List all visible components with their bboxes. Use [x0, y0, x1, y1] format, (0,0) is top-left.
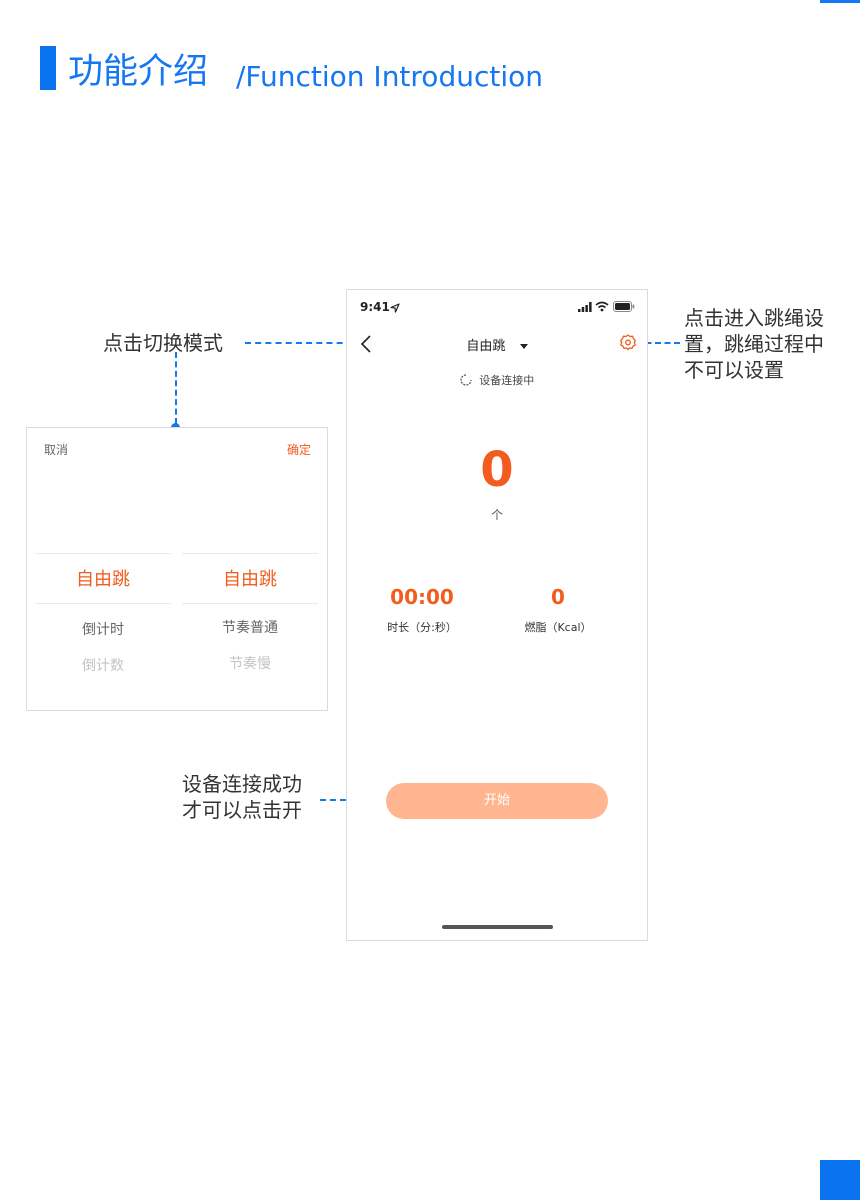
home-indicator	[442, 925, 553, 929]
status-time: 9:41	[360, 300, 390, 314]
start-button[interactable]: 开始	[386, 783, 608, 819]
page-subtitle: /Function Introduction	[236, 60, 543, 93]
annotation-settings: 点击进入跳绳设 置，跳绳过程中 不可以设置	[684, 305, 824, 383]
annotation-start-line: 才可以点击开	[182, 798, 302, 822]
picker-divider	[35, 603, 171, 604]
jump-count: 0	[480, 442, 514, 498]
location-arrow-icon	[390, 303, 400, 313]
duration-value: 00:00	[390, 585, 454, 609]
picker-divider	[182, 553, 318, 554]
picker-option-selected[interactable]: 自由跳	[223, 569, 277, 590]
corner-accent-top	[820, 0, 860, 3]
jump-count-unit: 个	[490, 508, 503, 522]
dropdown-caret-icon	[519, 344, 528, 349]
picker-divider	[35, 553, 171, 554]
page-title: 功能介绍	[68, 52, 209, 92]
annotation-settings-line: 置，跳绳过程中	[684, 332, 824, 356]
annotation-settings-line: 点击进入跳绳设	[684, 306, 824, 330]
calories-value: 0	[551, 585, 565, 609]
picker-option[interactable]: 节奏普通	[222, 620, 278, 636]
mode-dropdown[interactable]: 自由跳	[347, 335, 647, 354]
picker-divider	[182, 603, 318, 604]
loading-spinner-icon	[460, 374, 472, 386]
picker-cancel-button[interactable]: 取消	[44, 443, 69, 457]
connection-status-text: 设备连接中	[479, 374, 535, 387]
leader-line-settings	[636, 342, 680, 344]
picker-option[interactable]: 倒计数	[82, 658, 124, 674]
leader-line-picker	[175, 352, 177, 424]
battery-icon	[613, 301, 635, 312]
title-accent-bar	[40, 46, 56, 90]
mode-picker-panel: 取消 确定 自由跳 倒计时 倒计数 自由跳 节奏普通 节奏慢	[26, 427, 328, 711]
annotation-settings-line: 不可以设置	[684, 358, 784, 382]
connection-status: 设备连接中	[347, 372, 647, 388]
back-chevron-icon[interactable]	[360, 335, 372, 353]
corner-accent-bottom	[820, 1160, 860, 1200]
wifi-icon	[595, 301, 609, 312]
annotation-mode-switch: 点击切换模式	[103, 331, 223, 355]
nav-title-text: 自由跳	[466, 339, 506, 354]
annotation-start-line: 设备连接成功	[182, 772, 302, 796]
signal-icon	[578, 302, 592, 312]
annotation-start: 设备连接成功 才可以点击开	[182, 771, 302, 823]
picker-option[interactable]: 倒计时	[82, 622, 124, 638]
calories-label: 燃脂（Kcal）	[524, 621, 592, 634]
settings-gear-icon[interactable]	[620, 334, 636, 350]
picker-option-selected[interactable]: 自由跳	[76, 569, 130, 590]
phone-screen: 9:41 自由跳 设备连接中 0 个 00:00 时长（分:秒） 0	[346, 289, 648, 941]
duration-label: 时长（分:秒）	[387, 621, 457, 634]
picker-option[interactable]: 节奏慢	[229, 656, 271, 672]
picker-confirm-button[interactable]: 确定	[286, 443, 311, 457]
